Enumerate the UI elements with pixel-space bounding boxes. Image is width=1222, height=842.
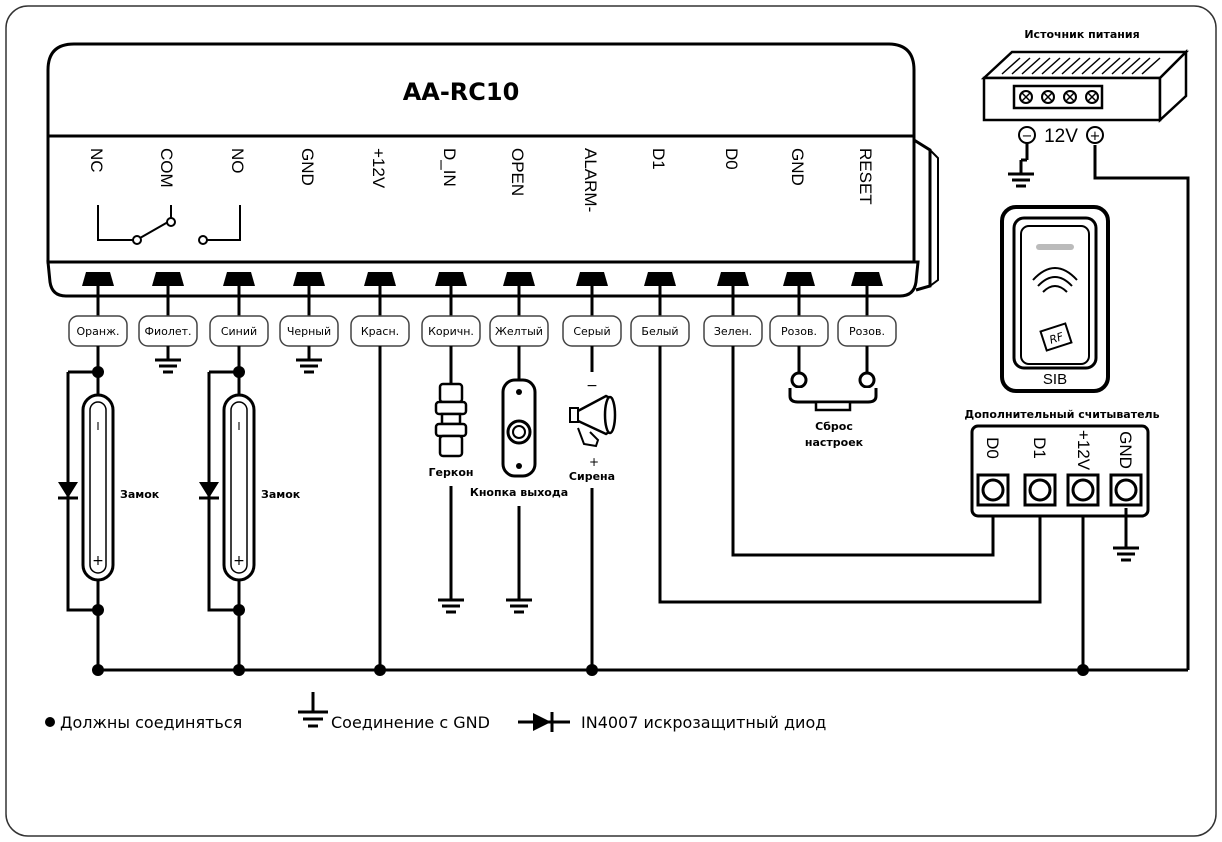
wire-color-label: Розов. [781,325,817,338]
power-supply: Источник питания − 12V + [980,28,1190,188]
pin-label: D0 [722,148,741,170]
terminal-screw [503,272,535,286]
ground-icon [436,584,466,614]
extra-pin-1: D1 [1030,437,1049,459]
siren-label: Сирена [569,470,615,483]
exit-button-icon [501,378,537,478]
reset-jumper-icon [788,346,878,412]
lock-2-minus: I [237,420,240,433]
power-supply-label: Источник питания [1024,28,1139,41]
wire-color-label: Белый [641,325,678,338]
siren-plus: + [589,455,599,469]
wire-color-label: Зелен. [714,325,752,338]
diode-icon [56,480,80,500]
legend-dot-text: Должны соединяться [60,713,242,732]
lock-1-plus: + [92,553,104,569]
wire-color-label: Синий [221,325,257,338]
wire-color-label: Красн. [361,325,399,338]
pin-label: D_IN [440,148,459,187]
relay-contact-icon [97,205,241,245]
pin-label: OPEN [508,148,527,196]
reader-label: SIB [1043,371,1067,388]
pin-label: COM [157,148,176,188]
wire-color-label: Коричн. [428,325,474,338]
exit-button-label: Кнопка выхода [470,486,568,499]
reed-switch-icon [434,382,468,458]
pin-label: NO [228,148,247,174]
diode-icon [197,480,221,500]
terminal-screw [851,272,883,286]
reed-label: Геркон [429,466,474,479]
pin-label: NC [87,148,106,173]
wire-color-label: Серый [573,325,610,338]
terminal-screw [576,272,608,286]
wire-color-label: Оранж. [77,325,120,338]
pin-label: RESET [856,148,875,205]
lock-2-plus: + [233,553,245,569]
wire-color-label: Розов. [849,325,885,338]
ground-icon [153,344,183,374]
ground-icon [1111,532,1141,562]
wire-color-label: Черный [287,325,331,338]
terminal-screw [293,272,325,286]
legend-diode-text: IN4007 искрозащитный диод [581,713,826,732]
siren-minus: − [586,378,598,394]
reset-label-line2: настроек [805,436,864,449]
ground-icon [1006,158,1036,188]
terminal-pins: NC Оранж. COM Фиолет. NO Синий GND Черный +12V Кр… [68,148,897,347]
terminal-screw [364,272,396,286]
page-frame [5,5,1217,837]
pin-label: +12V [369,148,388,189]
terminal-screw [644,272,676,286]
lock-1-label: Замок [120,488,160,501]
lock-2-label: Замок [261,488,301,501]
rf-reader: RF SIB [1000,205,1110,393]
junction-dot-icon [45,717,55,727]
terminal-screw [717,272,749,286]
terminal-screw [435,272,467,286]
psu-minus: − [1022,129,1033,144]
extra-pin-0: D0 [983,437,1002,459]
ground-icon [298,692,328,728]
ground-icon [504,584,534,614]
rf-label: RF [1048,330,1066,347]
extra-pin-3: GND [1116,431,1135,469]
terminal-screw [223,272,255,286]
controller: AA-RC10 [46,42,939,298]
psu-voltage: 12V [1044,126,1078,147]
diode-icon [518,712,570,732]
wire-color-label: Фиолет. [144,325,191,338]
extra-reader-label: Дополнительный считыватель [964,408,1159,421]
terminal-screw [783,272,815,286]
extra-pin-2: +12V [1074,430,1093,471]
legend: Должны соединяться Соединение с GND IN40… [45,692,826,732]
legend-gnd-text: Соединение с GND [331,713,490,732]
reset-label-line1: Сброс [815,420,853,433]
lock-1-minus: I [96,420,99,433]
siren-icon [569,394,617,448]
pin-label: GND [788,148,807,186]
pin-label: D1 [649,148,668,170]
terminal-screw [82,272,114,286]
pin-label: GND [298,148,317,186]
psu-plus: + [1090,129,1101,144]
pin-label: ALARM- [581,148,600,212]
terminal-screw [152,272,184,286]
controller-title: AA-RC10 [403,78,520,106]
extra-reader-terminal: Дополнительный считыватель D0 D1 +12V GN… [964,408,1160,562]
wire-color-label: Желтый [495,325,543,338]
ground-icon [294,344,324,374]
